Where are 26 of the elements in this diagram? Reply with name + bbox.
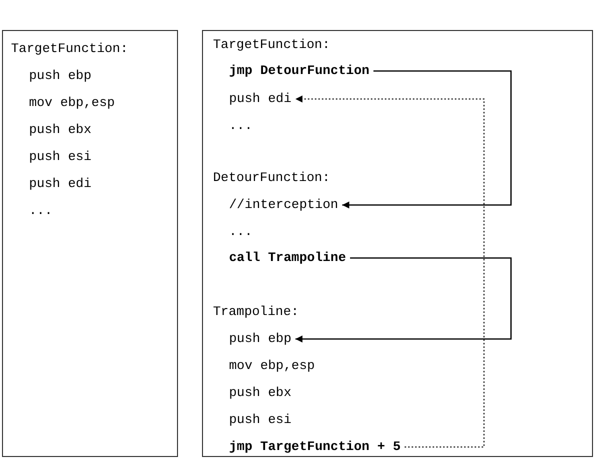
function-label: TargetFunction:	[10, 41, 130, 57]
code-line: push ebx	[28, 122, 92, 138]
arrow	[295, 257, 512, 342]
code-panel	[202, 30, 593, 457]
code-line: ...	[229, 118, 252, 134]
code-line: push edi	[229, 91, 292, 107]
code-line: push ebx	[229, 385, 292, 401]
arrow	[294, 96, 484, 448]
code-line: push ebp	[28, 68, 92, 84]
code-line: push esi	[229, 412, 292, 428]
code-line: push edi	[28, 176, 92, 192]
code-line: push esi	[28, 149, 92, 165]
code-line: ...	[229, 224, 252, 240]
function-label: TargetFunction:	[213, 37, 330, 53]
function-label: DetourFunction:	[213, 170, 330, 186]
code-line: call Trampoline	[229, 250, 346, 266]
code-panel	[2, 30, 178, 457]
function-label: Trampoline:	[213, 304, 299, 320]
code-line: ...	[28, 203, 54, 219]
code-line: push ebp	[229, 331, 292, 347]
code-line: jmp DetourFunction	[229, 63, 370, 79]
code-line: mov ebp,esp	[229, 358, 315, 374]
code-line: //interception	[229, 197, 338, 213]
arrow	[342, 70, 512, 208]
code-line: jmp TargetFunction + 5	[229, 439, 401, 455]
code-line: mov ebp,esp	[28, 95, 116, 111]
